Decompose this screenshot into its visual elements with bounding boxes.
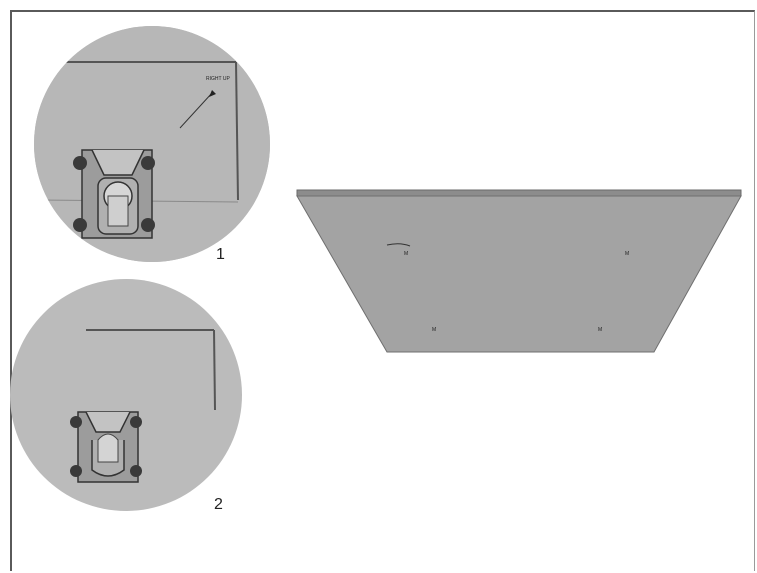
detail-1-circle: RIGHT UP xyxy=(34,26,270,262)
hole-marks: M M M M xyxy=(404,251,629,333)
annotation-leader-line xyxy=(179,92,213,129)
detail-1-number: 1 xyxy=(216,246,225,263)
plate-top-edge xyxy=(296,189,742,197)
bolt-icon xyxy=(70,416,142,477)
wall-edge-line xyxy=(235,61,239,201)
mounting-bracket-icon xyxy=(77,411,139,483)
hole-mark: M xyxy=(598,327,602,333)
right-up-annotation: RIGHT UP xyxy=(206,76,230,82)
bolt-icon xyxy=(73,156,155,232)
hole-mark: M xyxy=(404,251,408,257)
plate: M M M M xyxy=(296,189,742,353)
plate-face xyxy=(296,195,742,353)
hole-mark: M xyxy=(625,251,629,257)
figure-frame xyxy=(10,10,755,571)
mounting-bracket-icon xyxy=(81,149,153,239)
wall-edge-line xyxy=(213,329,216,411)
detail-2-circle xyxy=(10,279,242,511)
detail-2-number: 2 xyxy=(214,496,223,513)
hole-mark: M xyxy=(432,327,436,333)
